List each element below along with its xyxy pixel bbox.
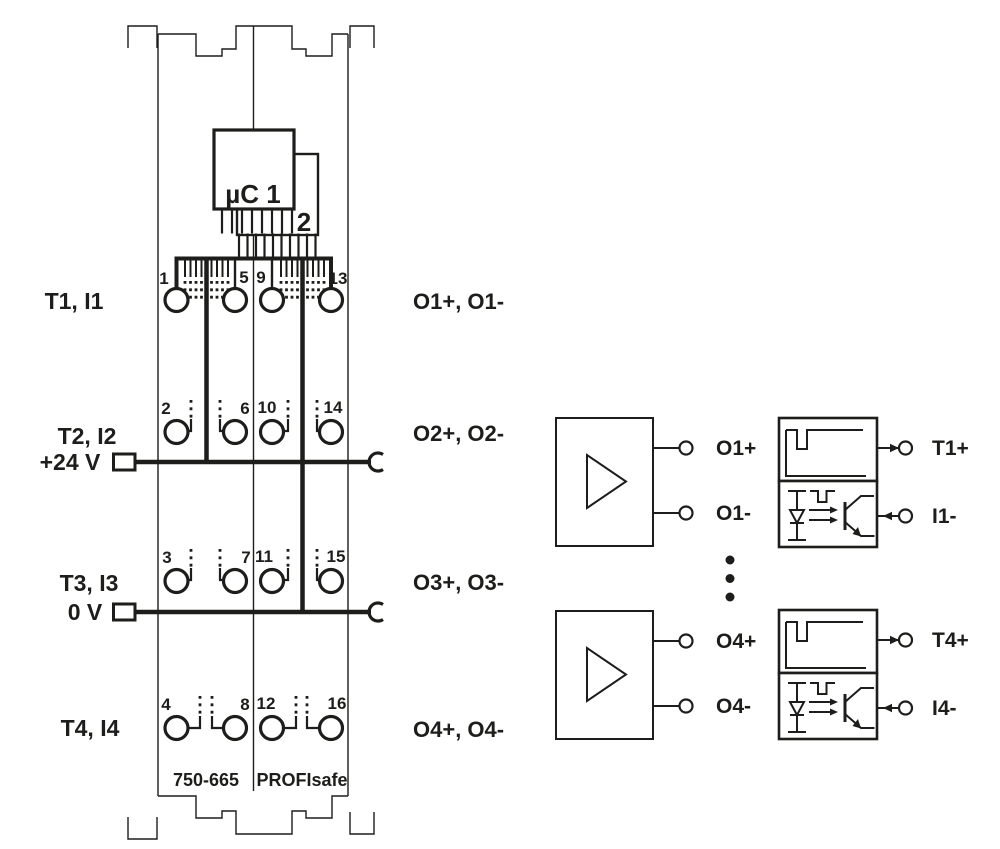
order-number-label: 750-665 bbox=[173, 770, 239, 790]
row2-right-label: O2+, O2- bbox=[413, 421, 504, 446]
row2-left-label: T2, I2 bbox=[58, 423, 117, 449]
pulse-optocoupler-block-4 bbox=[777, 608, 914, 741]
terminal-3-label: 3 bbox=[162, 548, 171, 567]
bus-comb-right bbox=[280, 258, 325, 277]
input-t4plus-label: T4+ bbox=[932, 629, 969, 652]
terminal-5 bbox=[221, 286, 249, 314]
terminal-9 bbox=[258, 286, 286, 314]
supply-rail-0v bbox=[112, 601, 384, 623]
terminal-14-label: 14 bbox=[324, 398, 343, 417]
terminal-9-label: 9 bbox=[256, 268, 265, 287]
output-detail-circuits: O1+ O1- O4+ O4- bbox=[554, 416, 756, 741]
output-o1minus-label: O1- bbox=[716, 502, 751, 525]
supply-rail-24v bbox=[112, 451, 384, 473]
row3-left-label: T3, I3 bbox=[60, 570, 119, 596]
terminal-5-label: 5 bbox=[239, 268, 248, 287]
pulse-optocoupler-block-1 bbox=[777, 416, 914, 549]
row1-left-label: T1, I1 bbox=[45, 288, 104, 314]
terminal-16-label: 16 bbox=[328, 694, 347, 713]
terminal-15 bbox=[317, 567, 345, 595]
chip-pins-lower bbox=[237, 233, 317, 257]
row4-left-label: T4, I4 bbox=[61, 715, 120, 741]
output-o4plus-label: O4+ bbox=[716, 630, 756, 653]
channel-labels-right: O1+, O1- O2+, O2- O3+, O3- O4+, O4- bbox=[413, 289, 504, 742]
terminal-11 bbox=[258, 567, 286, 595]
terminal-11-label: 11 bbox=[255, 547, 273, 566]
channel-labels-left: T1, I1 T2, I2 +24 V T3, I3 0 V T4, I4 bbox=[40, 288, 120, 741]
row3-supply-label: 0 V bbox=[68, 599, 103, 625]
terminal-10 bbox=[258, 418, 286, 446]
rail-0v-connector-icon bbox=[112, 602, 137, 622]
din-rail-profile-bottom bbox=[127, 795, 375, 840]
row3-right-label: O3+, O3- bbox=[413, 570, 504, 595]
terminal-1 bbox=[163, 286, 190, 314]
terminals bbox=[163, 286, 345, 742]
terminal-7 bbox=[221, 567, 249, 595]
chip-1-box bbox=[212, 128, 296, 211]
terminal-4-label: 4 bbox=[161, 695, 171, 714]
chip-2-label: 2 bbox=[297, 207, 311, 237]
bus-bar bbox=[174, 256, 333, 289]
terminal-13 bbox=[317, 286, 345, 314]
amplifier-block-1 bbox=[554, 416, 694, 548]
terminal-8 bbox=[221, 714, 249, 742]
continuation-dots-icon bbox=[725, 555, 735, 602]
rail-24v-connector-icon bbox=[112, 452, 137, 472]
microcontroller: µC 1 2 bbox=[212, 128, 320, 257]
terminal-12-label: 12 bbox=[257, 694, 276, 713]
protocol-label: PROFIsafe bbox=[256, 770, 347, 790]
terminal-6 bbox=[221, 418, 249, 446]
terminal-15-label: 15 bbox=[327, 547, 346, 566]
row4-right-label: O4+, O4- bbox=[413, 717, 504, 742]
input-i4minus-label: I4- bbox=[932, 697, 957, 720]
amplifier-block-4 bbox=[554, 609, 694, 741]
row2-supply-label: +24 V bbox=[40, 449, 101, 475]
terminal-16 bbox=[317, 714, 345, 742]
terminal-2 bbox=[163, 418, 190, 446]
chip-pins-upper bbox=[220, 209, 294, 234]
chip-1-label: µC 1 bbox=[225, 179, 280, 209]
rail-0v-contact-icon bbox=[367, 601, 384, 623]
din-rail-profile-top bbox=[127, 25, 375, 57]
terminal-14 bbox=[317, 418, 345, 446]
bus-comb-left bbox=[184, 258, 229, 277]
terminal-1-label: 1 bbox=[159, 269, 168, 288]
terminal-13-label: 13 bbox=[329, 269, 348, 288]
input-t1plus-label: T1+ bbox=[932, 437, 969, 460]
input-i1minus-label: I1- bbox=[932, 505, 957, 528]
input-detail-circuits: T1+ I1- T4+ I4- bbox=[777, 416, 969, 741]
terminal-7-label: 7 bbox=[241, 548, 250, 567]
output-o1plus-label: O1+ bbox=[716, 437, 756, 460]
terminal-10-label: 10 bbox=[258, 398, 277, 417]
rail-24v-contact-icon bbox=[367, 451, 384, 473]
terminal-numbers: 1 5 9 13 2 6 10 14 3 7 11 15 4 8 12 16 bbox=[159, 268, 347, 714]
terminal-3 bbox=[163, 567, 190, 595]
terminal-2-label: 2 bbox=[161, 399, 170, 418]
output-o4minus-label: O4- bbox=[716, 695, 751, 718]
io-module: µC 1 2 bbox=[112, 25, 384, 840]
row1-right-label: O1+, O1- bbox=[413, 289, 504, 314]
terminal-6-label: 6 bbox=[240, 399, 249, 418]
terminal-4 bbox=[163, 714, 190, 742]
terminal-8-label: 8 bbox=[240, 695, 249, 714]
terminal-12 bbox=[258, 714, 286, 742]
